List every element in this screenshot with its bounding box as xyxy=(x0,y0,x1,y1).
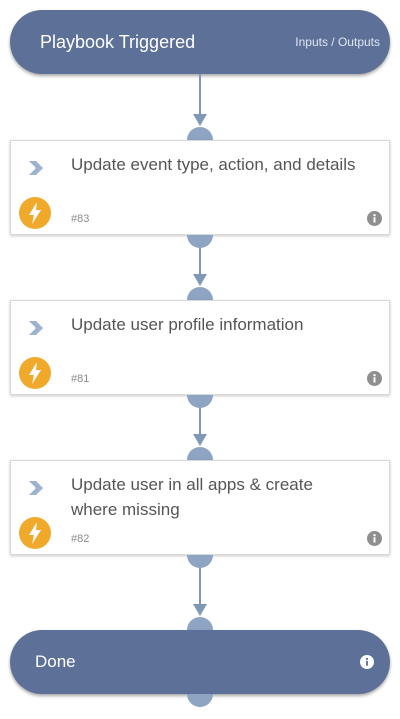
lightning-bolt-icon xyxy=(19,517,51,549)
end-node[interactable]: Done xyxy=(10,630,390,694)
task-title: Update user in all apps & create where m… xyxy=(71,475,313,519)
input-port xyxy=(187,447,213,460)
task-title: Update event type, action, and details xyxy=(71,155,356,174)
chevron-right-icon xyxy=(27,320,45,336)
output-port xyxy=(187,235,213,248)
task-card[interactable]: Update user in all apps & create where m… xyxy=(10,460,390,555)
start-node-title: Playbook Triggered xyxy=(40,32,196,52)
task-id: #83 xyxy=(71,213,90,225)
task-title: Update user profile information xyxy=(71,315,304,334)
connector-line xyxy=(199,408,201,438)
connector-line xyxy=(199,568,201,608)
output-port xyxy=(187,555,213,568)
input-port xyxy=(187,127,213,140)
output-port xyxy=(187,694,213,707)
lightning-bolt-icon xyxy=(19,197,51,229)
task-card[interactable]: Update event type, action, and details #… xyxy=(10,140,390,235)
output-port xyxy=(187,395,213,408)
task-card[interactable]: Update user profile information #81 xyxy=(10,300,390,395)
chevron-right-icon xyxy=(27,480,45,496)
connector-arrow xyxy=(193,114,207,126)
chevron-right-icon xyxy=(27,160,45,176)
connector-line xyxy=(199,248,201,278)
info-icon[interactable] xyxy=(367,371,382,386)
lightning-bolt-icon xyxy=(19,357,51,389)
info-icon[interactable] xyxy=(367,211,382,226)
inputs-outputs-link[interactable]: Inputs / Outputs xyxy=(295,35,380,49)
connector-arrow xyxy=(193,274,207,286)
input-port xyxy=(187,617,213,630)
connector-arrow xyxy=(193,604,207,616)
info-icon[interactable] xyxy=(367,531,382,546)
info-icon[interactable] xyxy=(360,655,374,669)
end-node-title: Done xyxy=(35,652,76,671)
task-id: #81 xyxy=(71,373,90,385)
task-id: #82 xyxy=(71,533,90,545)
connector-arrow xyxy=(193,434,207,446)
connector-line xyxy=(199,74,201,118)
start-node[interactable]: Playbook Triggered Inputs / Outputs xyxy=(10,10,390,74)
input-port xyxy=(187,287,213,300)
